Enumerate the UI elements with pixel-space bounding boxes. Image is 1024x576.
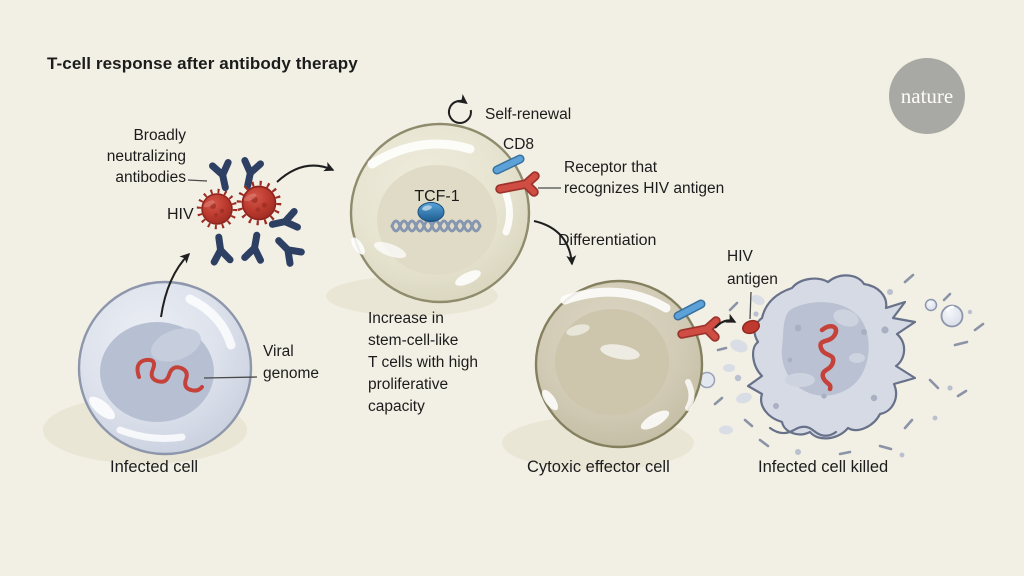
- infected-cell: [77, 280, 253, 456]
- receptor-label: Receptor that recognizes HIV antigen: [564, 159, 725, 197]
- flow-arrows: [160, 94, 737, 329]
- differentiation-arrow: [533, 220, 577, 266]
- release-arrow: [160, 252, 191, 318]
- hiv-receptor-icon: [677, 316, 721, 342]
- antibody-icon: [245, 234, 265, 260]
- antibody-icon: [273, 235, 301, 263]
- effector-cell-nucleus: [555, 309, 669, 415]
- hiv-antigen-dot: [742, 319, 760, 335]
- nature-logo: nature: [889, 58, 965, 134]
- killed-cell: [698, 273, 985, 458]
- cell-debris: [713, 273, 985, 456]
- cd8-receptor-icon: [492, 154, 525, 175]
- effector-cell-caption: Cytoxic effector cell: [527, 458, 670, 476]
- self-renewal-label: Self-renewal: [485, 106, 572, 123]
- hiv-receptor-icon: [495, 171, 540, 197]
- hiv-label: HIV: [167, 206, 194, 223]
- antibody-label-line: [187, 179, 208, 182]
- antibody-icon: [211, 236, 230, 262]
- self-renewal-icon: [447, 94, 472, 124]
- hiv-virus-icon: [239, 183, 279, 223]
- stem-cell: [349, 122, 540, 304]
- cell-debris-dots: [734, 289, 973, 458]
- antibody-icon: [271, 212, 298, 233]
- recognition-arrow: [714, 313, 737, 329]
- tcf1-protein-icon: [417, 202, 445, 222]
- effector-cell: [534, 279, 721, 449]
- differentiation-label: Differentiation: [558, 232, 657, 249]
- antibody-icon: [213, 163, 234, 190]
- hiv-virus-icon: [199, 191, 235, 227]
- viral-genome-label-line: [203, 376, 258, 379]
- killed-cell-genome-squiggle: [818, 324, 839, 392]
- killed-cell-bottom-membrane: [768, 425, 838, 437]
- hiv-antigen-label: HIV antigen: [727, 248, 778, 288]
- infected-cell-caption: Infected cell: [110, 458, 199, 476]
- nature-logo-text: nature: [900, 83, 954, 108]
- binding-arrow: [276, 161, 335, 183]
- label-lines: [187, 179, 752, 379]
- viral-genome-squiggle: [135, 357, 204, 393]
- viral-genome-label: Viral genome: [263, 343, 320, 382]
- hiv-antigen-label-line: [749, 291, 752, 320]
- cd8-label: CD8: [503, 136, 535, 153]
- stem-cell-increase-label: Increase in stem-cell-like T cells with …: [368, 310, 478, 415]
- cd8-receptor-icon: [673, 299, 706, 321]
- antibody-label: Broadly neutralizing antibodies: [106, 127, 186, 186]
- antibody-icon: [240, 161, 261, 188]
- membrane-bubbles: [698, 298, 964, 389]
- figure-title: T-cell response after antibody therapy: [47, 54, 358, 73]
- killed-cell-nucleus-texture: [785, 309, 865, 387]
- killed-cell-caption: Infected cell killed: [758, 458, 889, 476]
- killed-cell-speckles: [773, 324, 889, 409]
- tcf1-label: TCF-1: [414, 188, 460, 205]
- cell-fragments: [719, 294, 765, 435]
